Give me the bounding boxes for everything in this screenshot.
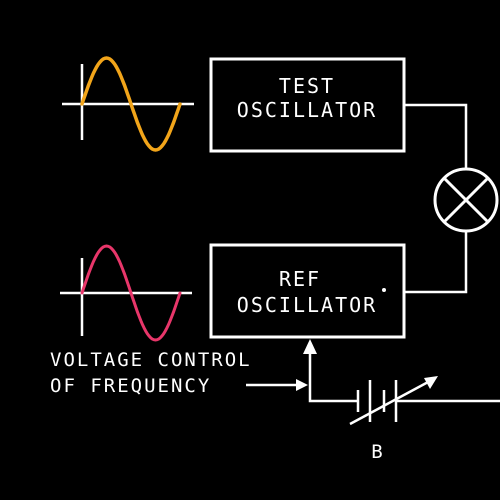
test-to-mixer-line — [404, 103, 468, 169]
test-oscillator-label-line1: TEST — [279, 74, 335, 98]
mixer-circle-x-icon — [433, 167, 499, 233]
ref-waveform — [60, 244, 192, 342]
ref-sine-wave — [80, 244, 182, 342]
mixer-cross-line-b — [442, 176, 490, 224]
battery-variable-arrowhead — [424, 376, 438, 389]
test-waveform — [62, 56, 194, 152]
ref-to-mixer-line — [404, 232, 468, 294]
test-oscillator-block: TEST OSCILLATOR — [209, 57, 406, 153]
voltage-control-pointer-arrowhead — [296, 379, 308, 391]
battery-label: B — [371, 441, 384, 463]
voltage-control-annotation: VOLTAGE CONTROL OF FREQUENCY — [50, 349, 308, 397]
voltage-control-label-line1: VOLTAGE CONTROL — [50, 349, 252, 371]
control-line-arrowhead — [303, 339, 317, 354]
voltage-control-label-line2: OF FREQUENCY — [50, 375, 211, 397]
variable-battery-icon: B — [349, 376, 440, 463]
test-sine-wave — [80, 56, 182, 152]
ref-oscillator-label-line1: REF — [279, 267, 321, 291]
signal-connectors — [404, 103, 468, 294]
battery-variable-arrow-shaft — [349, 379, 431, 426]
ref-oscillator-block: REF OSCILLATOR — [209, 243, 406, 339]
mixer-circle — [433, 167, 499, 233]
test-oscillator-label-line2: OSCILLATOR — [237, 98, 377, 122]
ref-oscillator-box — [209, 243, 406, 339]
ref-oscillator-dot — [382, 288, 386, 292]
ref-oscillator-label-line2: OSCILLATOR — [237, 293, 377, 317]
control-line — [303, 339, 500, 403]
battery-left-lead — [308, 350, 350, 403]
